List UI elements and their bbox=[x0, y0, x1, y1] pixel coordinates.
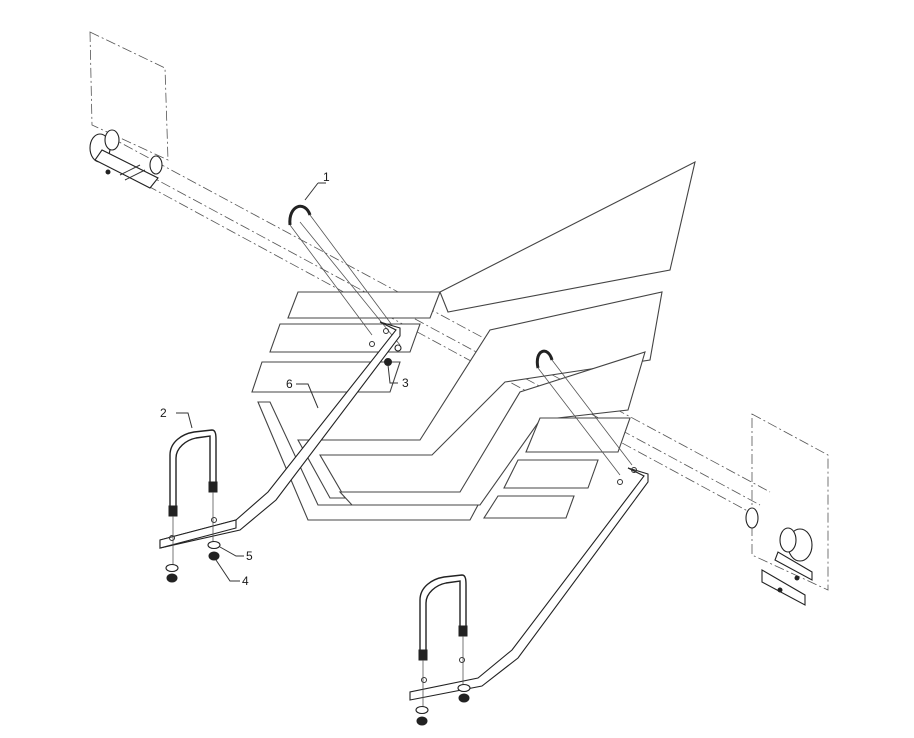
u-bolt-right-lower bbox=[418, 574, 468, 712]
callout-5: 5 bbox=[246, 549, 253, 563]
u-bolt-2 bbox=[168, 429, 218, 570]
left-mudflap-phantom bbox=[89, 31, 169, 161]
callout-4: 4 bbox=[242, 574, 249, 588]
callout-3: 3 bbox=[402, 376, 409, 390]
u-bolt-1 bbox=[288, 204, 401, 346]
right-mudflap-phantom bbox=[751, 413, 829, 591]
bracket-right bbox=[409, 467, 649, 701]
leader-lines bbox=[176, 182, 398, 582]
callout-6: 6 bbox=[286, 377, 293, 391]
left-axle-hub bbox=[89, 129, 163, 189]
callout-labels: 1 2 3 4 5 6 bbox=[160, 170, 409, 588]
hardware-right bbox=[415, 683, 471, 726]
nut-3 bbox=[384, 344, 402, 366]
right-axle-hub bbox=[745, 507, 813, 606]
callout-2: 2 bbox=[160, 406, 167, 420]
bracket-left bbox=[159, 321, 401, 549]
axle-tube-phantom bbox=[97, 135, 771, 516]
hardware-left bbox=[165, 540, 221, 583]
u-bolt-middle bbox=[535, 349, 633, 476]
background-logo bbox=[251, 160, 696, 521]
callout-1: 1 bbox=[323, 170, 330, 184]
